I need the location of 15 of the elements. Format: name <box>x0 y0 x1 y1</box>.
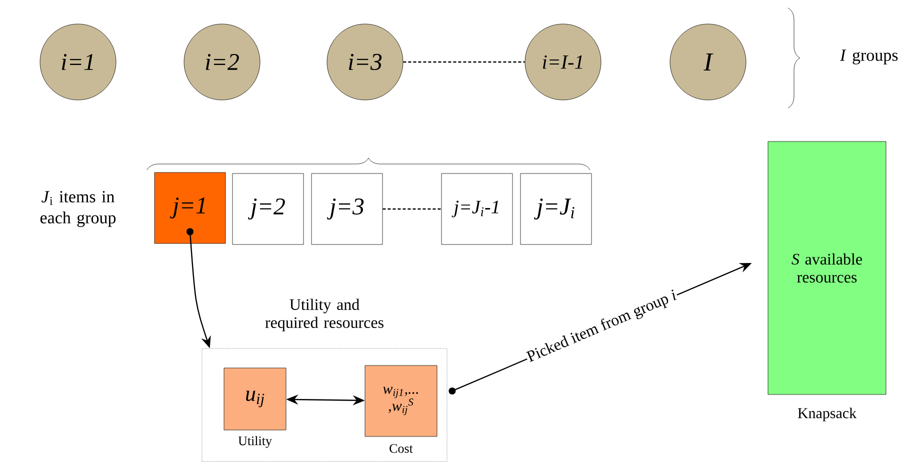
item-box: j=2 <box>232 173 304 245</box>
label-text: I groups <box>840 50 898 64</box>
label-text: J$_{i}$ items in each group <box>40 191 116 227</box>
item-box: j=3 <box>311 173 383 245</box>
caption-text: Knapsack <box>798 408 857 422</box>
value-box: u$_{ij}$ <box>224 368 286 430</box>
item-box: j=J$_{i}$ <box>520 173 592 245</box>
item-box: j=1 <box>154 172 226 244</box>
value-box: w$_{ij1}$,... ,w$_{ij}$S <box>364 365 438 437</box>
knapsack-box: S available resources <box>768 141 886 395</box>
item-box: j=J$_{i}$-1 <box>441 173 513 245</box>
edge-label: Picked item from group i <box>524 287 680 367</box>
caption-text: Cost <box>390 444 413 453</box>
node-label: Utility and required resources <box>265 298 384 332</box>
caption-text: Utility <box>238 436 272 448</box>
